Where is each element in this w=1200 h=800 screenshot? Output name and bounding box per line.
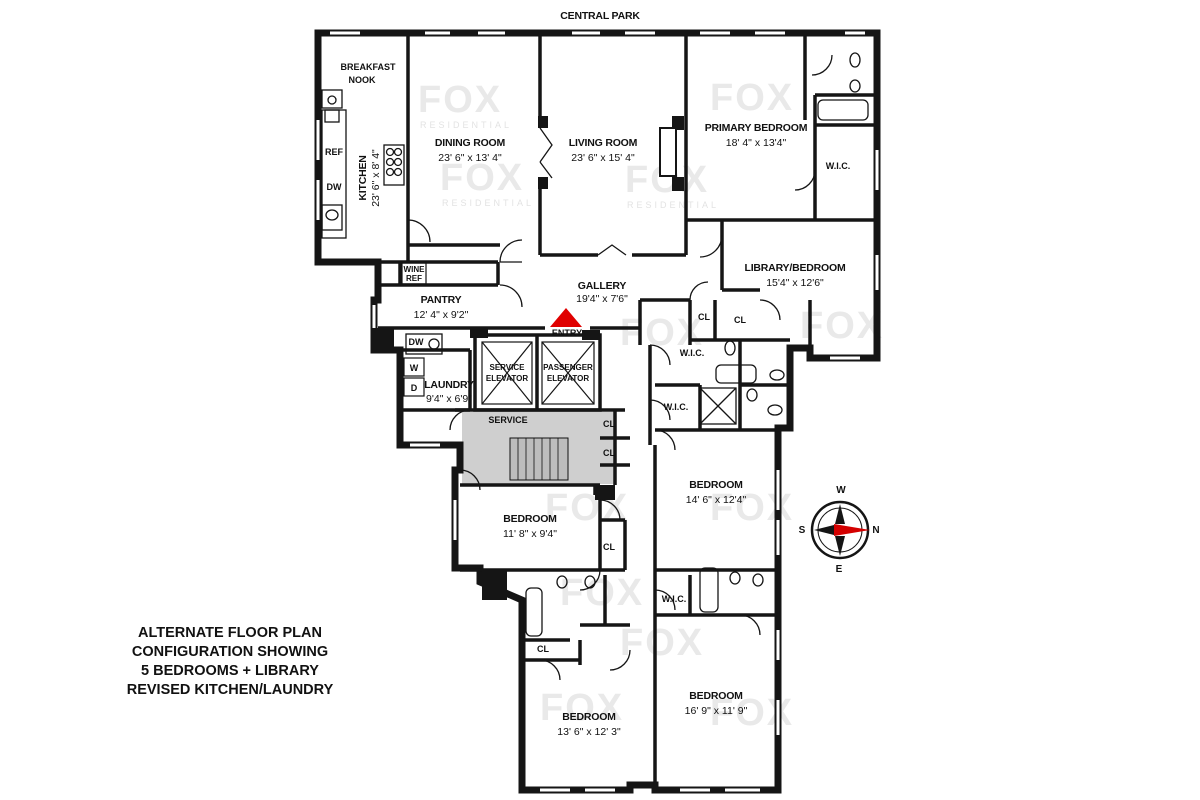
- ref-label: REF: [325, 147, 344, 157]
- columns: [372, 116, 684, 600]
- caption-line1: ALTERNATE FLOOR PLAN: [138, 625, 322, 641]
- bedroom-southeast-name: BEDROOM: [689, 690, 743, 702]
- bedroom-east-name: BEDROOM: [689, 479, 743, 491]
- bedroom-center-dims: 11' 8" x 9'4": [503, 528, 557, 540]
- appliance-boxes: [401, 261, 427, 397]
- bedroom-east-dims: 14' 6" x 12'4": [686, 494, 747, 506]
- dryer-label: D: [411, 383, 418, 393]
- dw-label-kitchen: DW: [327, 182, 342, 192]
- bedroom-southeast-dims: 16' 9" x 11' 9": [685, 705, 748, 717]
- breakfast-nook-label: BREAKFAST: [340, 62, 396, 72]
- watermark-brand: FOX: [540, 687, 624, 729]
- compass: [810, 500, 870, 560]
- kitchen-name: KITCHEN: [357, 155, 369, 200]
- dining-room-name: DINING ROOM: [435, 137, 506, 149]
- wic-label: W.I.C.: [680, 348, 705, 358]
- wic-label: W.I.C.: [664, 402, 689, 412]
- gallery-name: GALLERY: [578, 280, 627, 292]
- compass-s-label: S: [799, 525, 806, 536]
- windows: [316, 31, 879, 792]
- watermark-brand: FOX: [710, 77, 794, 119]
- interior-walls: [378, 35, 877, 785]
- watermark-brand: FOX: [560, 572, 644, 614]
- closet-label: CL: [603, 542, 615, 552]
- washer-label: W: [410, 363, 419, 373]
- kitchen-fixtures: [321, 89, 443, 355]
- watermark: FOX RESIDENTIAL FOX FOX RESIDENTIAL FOX …: [418, 77, 884, 734]
- primary-bedroom-dims: 18' 4" x 13'4": [726, 137, 787, 149]
- watermark-brand: FOX: [418, 79, 502, 121]
- elevator-cabs: [481, 341, 595, 405]
- breakfast-nook-label: NOOK: [349, 75, 377, 85]
- wine-ref-label: WINE: [404, 265, 426, 274]
- fireplace: [659, 127, 677, 177]
- compass-e-label: E: [836, 564, 843, 575]
- bedroom-southwest-dims: 13' 6" x 12' 3": [557, 726, 621, 738]
- living-room-name: LIVING ROOM: [569, 137, 638, 149]
- watermark-sub: RESIDENTIAL: [627, 200, 719, 210]
- kitchen-dims: 23' 6" x 8' 4": [370, 149, 382, 207]
- laundry-name: LAUNDRY: [424, 379, 474, 391]
- bedroom-southwest-name: BEDROOM: [562, 711, 616, 723]
- door-swings: [407, 54, 833, 681]
- pantry-name: PANTRY: [421, 294, 462, 306]
- watermark-brand: FOX: [800, 305, 884, 347]
- service-elevator-label: SERVICE: [490, 363, 526, 372]
- passenger-elevator-label: ELEVATOR: [547, 374, 589, 383]
- bath-fixtures: [525, 52, 869, 637]
- laundry-dims: 9'4" x 6'9": [426, 393, 472, 405]
- wine-ref-label: REF: [406, 274, 422, 283]
- compass-w-label: W: [836, 485, 846, 496]
- service-stair: [462, 412, 614, 484]
- passenger-elevator-label: PASSENGER: [543, 363, 593, 372]
- watermark-sub: RESIDENTIAL: [420, 120, 512, 130]
- caption-line3: 5 BEDROOMS + LIBRARY: [141, 663, 319, 679]
- central-park-label: CENTRAL PARK: [560, 10, 640, 22]
- closet-label: CL: [537, 644, 549, 654]
- service-label: SERVICE: [488, 415, 527, 425]
- compass-needle-south-icon: [814, 525, 834, 535]
- caption-line2: CONFIGURATION SHOWING: [132, 644, 328, 660]
- closet-label: CL: [734, 315, 746, 325]
- library-bedroom-dims: 15'4" x 12'6": [766, 277, 824, 289]
- compass-n-label: N: [872, 525, 879, 536]
- closet-label: CL: [698, 312, 710, 322]
- living-room-dims: 23' 6" x 15' 4": [571, 152, 635, 164]
- closet-label: CL: [603, 448, 615, 458]
- pantry-dims: 12' 4" x 9'2": [414, 309, 469, 321]
- service-elevator-label: ELEVATOR: [486, 374, 528, 383]
- compass-needle-north-icon: [834, 524, 870, 536]
- entry-label: ENTRY: [552, 328, 582, 338]
- watermark-brand: FOX: [440, 157, 524, 199]
- wic-label: W.I.C.: [662, 594, 687, 604]
- library-bedroom-name: LIBRARY/BEDROOM: [744, 262, 845, 274]
- dw-label-pantry: DW: [409, 337, 424, 347]
- wic-label: W.I.C.: [826, 161, 851, 171]
- bedroom-center-name: BEDROOM: [503, 513, 557, 525]
- watermark-sub: RESIDENTIAL: [442, 198, 534, 208]
- kitchen-label: KITCHEN 23' 6" x 8' 4": [357, 149, 382, 207]
- dining-room-dims: 23' 6" x 13' 4": [438, 152, 502, 164]
- entry-marker: [550, 308, 582, 327]
- closet-label: CL: [603, 419, 615, 429]
- gallery-dims: 19'4" x 7'6": [576, 293, 628, 305]
- primary-bedroom-name: PRIMARY BEDROOM: [705, 122, 808, 134]
- watermark-brand: FOX: [620, 622, 704, 664]
- caption-line4: REVISED KITCHEN/LAUNDRY: [127, 682, 334, 698]
